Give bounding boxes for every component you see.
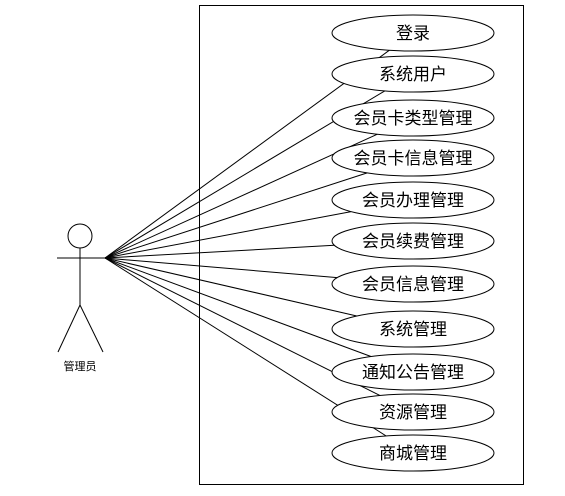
actor-right-leg [79, 304, 104, 353]
use-cases: 登录系统用户会员卡类型管理会员卡信息管理会员办理管理会员续费管理会员信息管理系统… [331, 14, 495, 472]
use-case-ellipse [331, 222, 495, 260]
association-line [104, 133, 378, 259]
association-line [104, 257, 338, 279]
use-case-ellipse [331, 99, 495, 137]
actor-left-leg [57, 304, 81, 353]
use-case-ellipse [331, 353, 495, 391]
use-case-label: 商城管理 [379, 444, 447, 464]
association-line [104, 49, 390, 259]
use-case-label: 系统管理 [379, 320, 447, 340]
use-case-ellipse [331, 393, 495, 431]
use-case-label: 会员信息管理 [362, 275, 464, 295]
actor-head [67, 223, 93, 249]
use-case: 登录 [331, 14, 495, 52]
use-case-ellipse [331, 55, 495, 93]
association-line [104, 211, 352, 259]
system-boundary [199, 5, 524, 485]
use-case: 系统管理 [331, 310, 495, 348]
use-case: 会员卡信息管理 [331, 139, 495, 177]
use-case-label: 会员续费管理 [362, 232, 464, 252]
association-line [104, 257, 357, 317]
use-case: 会员续费管理 [331, 222, 495, 260]
actor-admin: 管理员 [57, 223, 105, 373]
use-case: 资源管理 [331, 393, 495, 431]
use-case-label: 会员卡类型管理 [354, 109, 473, 129]
use-case-label: 会员办理管理 [362, 191, 464, 211]
use-case-ellipse [331, 14, 495, 52]
use-case-ellipse [331, 265, 495, 303]
use-case-ellipse [331, 139, 495, 177]
use-case-ellipse [331, 181, 495, 219]
use-case-label: 登录 [396, 24, 430, 44]
use-case: 会员信息管理 [331, 265, 495, 303]
association-line [104, 257, 372, 358]
use-case: 系统用户 [331, 55, 495, 93]
association-line [104, 172, 368, 259]
use-case: 商城管理 [331, 434, 495, 472]
use-case-label: 通知公告管理 [362, 363, 464, 383]
association-line [104, 244, 335, 259]
use-case-label: 系统用户 [379, 65, 447, 85]
use-case-label: 资源管理 [379, 403, 447, 423]
use-case-ellipse [331, 434, 495, 472]
use-case: 会员办理管理 [331, 181, 495, 219]
use-case-ellipse [331, 310, 495, 348]
use-case-label: 会员卡信息管理 [354, 149, 473, 169]
actor-label: 管理员 [64, 359, 97, 373]
use-case: 通知公告管理 [331, 353, 495, 391]
use-case: 会员卡类型管理 [331, 99, 495, 137]
